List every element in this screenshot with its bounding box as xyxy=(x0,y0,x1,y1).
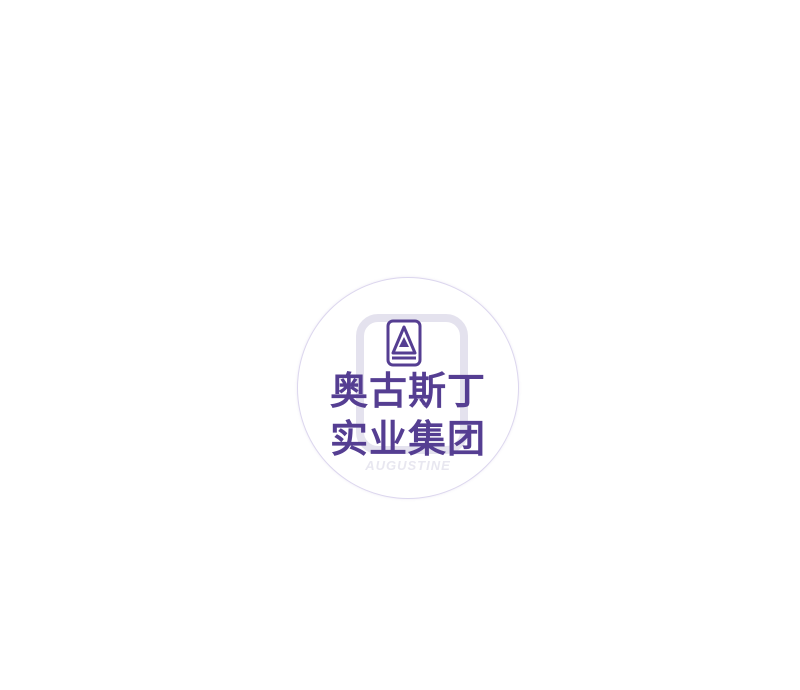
logo-icon xyxy=(386,319,422,367)
watermark-text: AUGUSTINE xyxy=(364,458,451,473)
watermark-frame xyxy=(356,314,468,454)
company-name-line-1: 奥古斯丁 xyxy=(329,369,486,413)
company-name-line-2: 实业集团 xyxy=(329,417,486,461)
